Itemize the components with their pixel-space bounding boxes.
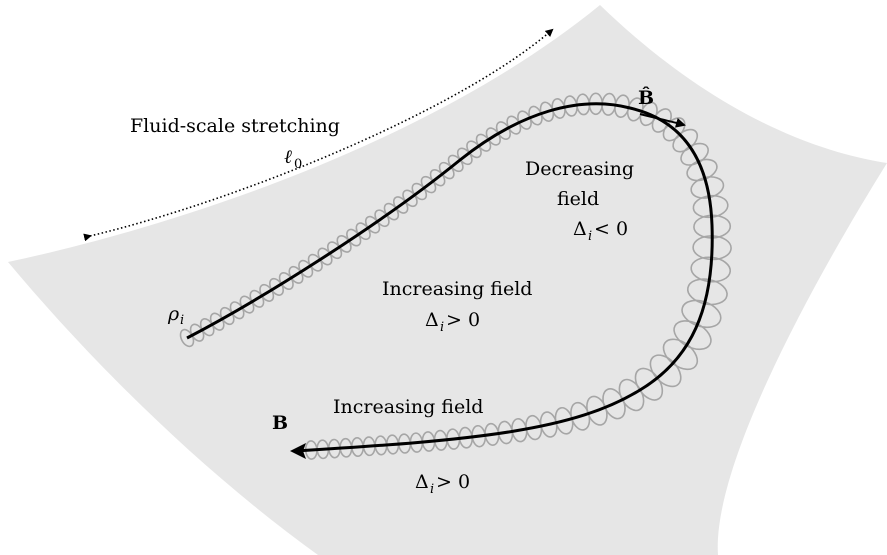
increasing-label-mid: Increasing field: [382, 278, 532, 300]
gyroradius-symbol: ρ: [167, 303, 180, 325]
field-vector-label: B: [272, 412, 288, 434]
increasing-mid-relation: > 0: [446, 309, 480, 331]
stretching-scale-label: ℓ 0: [284, 146, 302, 172]
magnetic-field-line: [186, 102, 714, 453]
stretching-scale-subscript: 0: [294, 157, 302, 172]
unit-vector-label: B̂: [638, 87, 654, 109]
gyroradius-label: ρ i: [167, 303, 184, 328]
increasing-condition-low: Δ i > 0: [415, 471, 470, 497]
field-arrow-left-head: [290, 443, 306, 459]
stretching-sheet: [8, 5, 887, 555]
increasing-low-delta: Δ: [415, 471, 429, 493]
fluid-scale-arrow: [83, 28, 554, 242]
decreasing-relation: < 0: [594, 218, 628, 240]
increasing-low-delta-sub: i: [430, 482, 434, 497]
stretching-scale-symbol: ℓ: [284, 146, 292, 168]
increasing-condition-mid: Δ i > 0: [425, 309, 480, 335]
increasing-mid-delta: Δ: [425, 309, 439, 331]
decreasing-delta: Δ: [573, 218, 587, 240]
increasing-label-low: Increasing field: [333, 396, 483, 418]
decreasing-label-line2: field: [557, 188, 599, 210]
increasing-low-relation: > 0: [436, 471, 470, 493]
unit-vector-arrow: [639, 113, 686, 128]
stretching-title: Fluid-scale stretching: [130, 115, 340, 137]
decreasing-condition: Δ i < 0: [573, 218, 628, 244]
decreasing-label-line1: Decreasing: [525, 158, 634, 180]
decreasing-delta-sub: i: [588, 229, 592, 244]
increasing-mid-delta-sub: i: [440, 320, 444, 335]
gyroradius-subscript: i: [180, 313, 184, 328]
